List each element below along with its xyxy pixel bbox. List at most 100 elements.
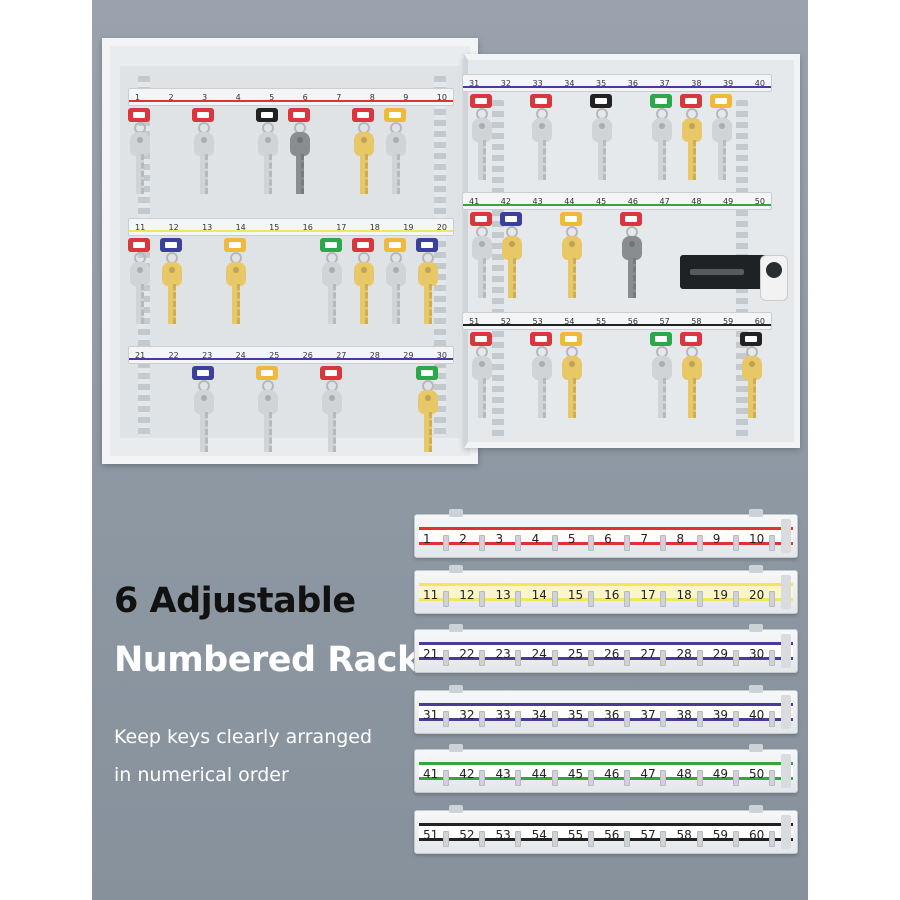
lock-knob	[760, 255, 788, 301]
rack-number: 5	[269, 92, 275, 102]
rack-number: 14	[235, 222, 246, 232]
rack-number: 23	[495, 647, 522, 666]
key-tag-icon	[352, 238, 374, 252]
key-tag-icon	[384, 108, 406, 122]
rack-number: 32	[459, 708, 486, 727]
rack-number: 18	[677, 588, 703, 607]
key-icon	[384, 238, 408, 338]
key-tag-icon	[384, 238, 406, 252]
rack-number: 33	[495, 708, 522, 727]
rack-number: 16	[604, 588, 631, 607]
key-tag-icon	[560, 212, 582, 226]
rack-number: 49	[723, 196, 734, 206]
rack-number: 26	[604, 647, 631, 666]
key-icon	[416, 238, 440, 338]
rack-number: 25	[269, 350, 280, 360]
key-tag-icon	[288, 108, 310, 122]
keypad-lock-icon	[680, 255, 788, 305]
rack-number: 43	[495, 767, 522, 786]
key-icon	[224, 238, 248, 338]
rack-number: 19	[403, 222, 414, 232]
rack-number: 16	[302, 222, 313, 232]
rack-number: 2	[168, 92, 174, 102]
rack-number: 49	[713, 767, 739, 786]
rack-number: 50	[749, 767, 775, 786]
rack-number: 36	[604, 708, 631, 727]
key-tag-icon	[620, 212, 642, 226]
rack-number: 37	[640, 708, 667, 727]
key-icon	[416, 366, 440, 466]
rack-number: 6	[604, 532, 631, 551]
key-icon	[680, 332, 704, 432]
rack-number: 47	[659, 196, 670, 206]
key-icon	[470, 212, 494, 312]
rack-number: 54	[532, 828, 558, 847]
key-icon	[470, 332, 494, 432]
rack-number: 18	[369, 222, 380, 232]
subcopy: Keep keys clearly arranged in numerical …	[114, 718, 414, 794]
rack-number: 28	[677, 647, 703, 666]
rack-number: 19	[713, 588, 739, 607]
key-icon	[192, 366, 216, 466]
rack-number: 10	[749, 532, 775, 551]
rack-number: 14	[532, 588, 558, 607]
headline-line-1: 6 Adjustable	[114, 581, 356, 621]
key-icon	[352, 238, 376, 338]
key-tag-icon	[416, 238, 438, 252]
rack-number: 45	[568, 767, 594, 786]
rack-number: 34	[564, 78, 575, 88]
key-icon	[710, 94, 734, 194]
key-tag-icon	[128, 108, 150, 122]
rack-number: 28	[369, 350, 380, 360]
rack-number: 20	[436, 222, 447, 232]
rack-number: 20	[749, 588, 775, 607]
rack-number: 24	[235, 350, 246, 360]
key-tag-icon	[160, 238, 182, 252]
rack-number: 24	[532, 647, 558, 666]
rack-number: 15	[269, 222, 280, 232]
rack-number: 32	[500, 78, 511, 88]
key-tag-icon	[650, 94, 672, 108]
rack-number: 31	[469, 78, 480, 88]
rack-number: 55	[596, 316, 607, 326]
key-icon	[650, 94, 674, 194]
rack-number: 35	[568, 708, 594, 727]
rack-number: 25	[568, 647, 594, 666]
rack-number: 13	[202, 222, 213, 232]
key-tag-icon	[320, 366, 342, 380]
rack-number: 31	[423, 708, 449, 727]
rack-number: 11	[135, 222, 146, 232]
rack-number: 27	[640, 647, 667, 666]
subcopy-line-2: in numerical order	[114, 764, 289, 786]
rack-number: 50	[754, 196, 765, 206]
rack-number: 17	[336, 222, 347, 232]
rack-number: 34	[532, 708, 558, 727]
rack-number: 46	[627, 196, 638, 206]
rack-number: 56	[627, 316, 638, 326]
rack-number: 22	[168, 350, 179, 360]
key-tag-icon	[500, 212, 522, 226]
rack-number: 51	[469, 316, 480, 326]
key-tag-icon	[740, 332, 762, 346]
rack-number: 21	[135, 350, 146, 360]
key-icon	[160, 238, 184, 338]
subcopy-line-1: Keep keys clearly arranged	[114, 726, 373, 748]
rack-number: 29	[403, 350, 414, 360]
rack-number: 30	[749, 647, 775, 666]
rack-number: 40	[749, 708, 775, 727]
rack-number: 53	[495, 828, 522, 847]
key-icon	[530, 332, 554, 432]
rack-number: 2	[459, 532, 486, 551]
key-icon	[128, 108, 152, 208]
key-tag-icon	[710, 94, 732, 108]
